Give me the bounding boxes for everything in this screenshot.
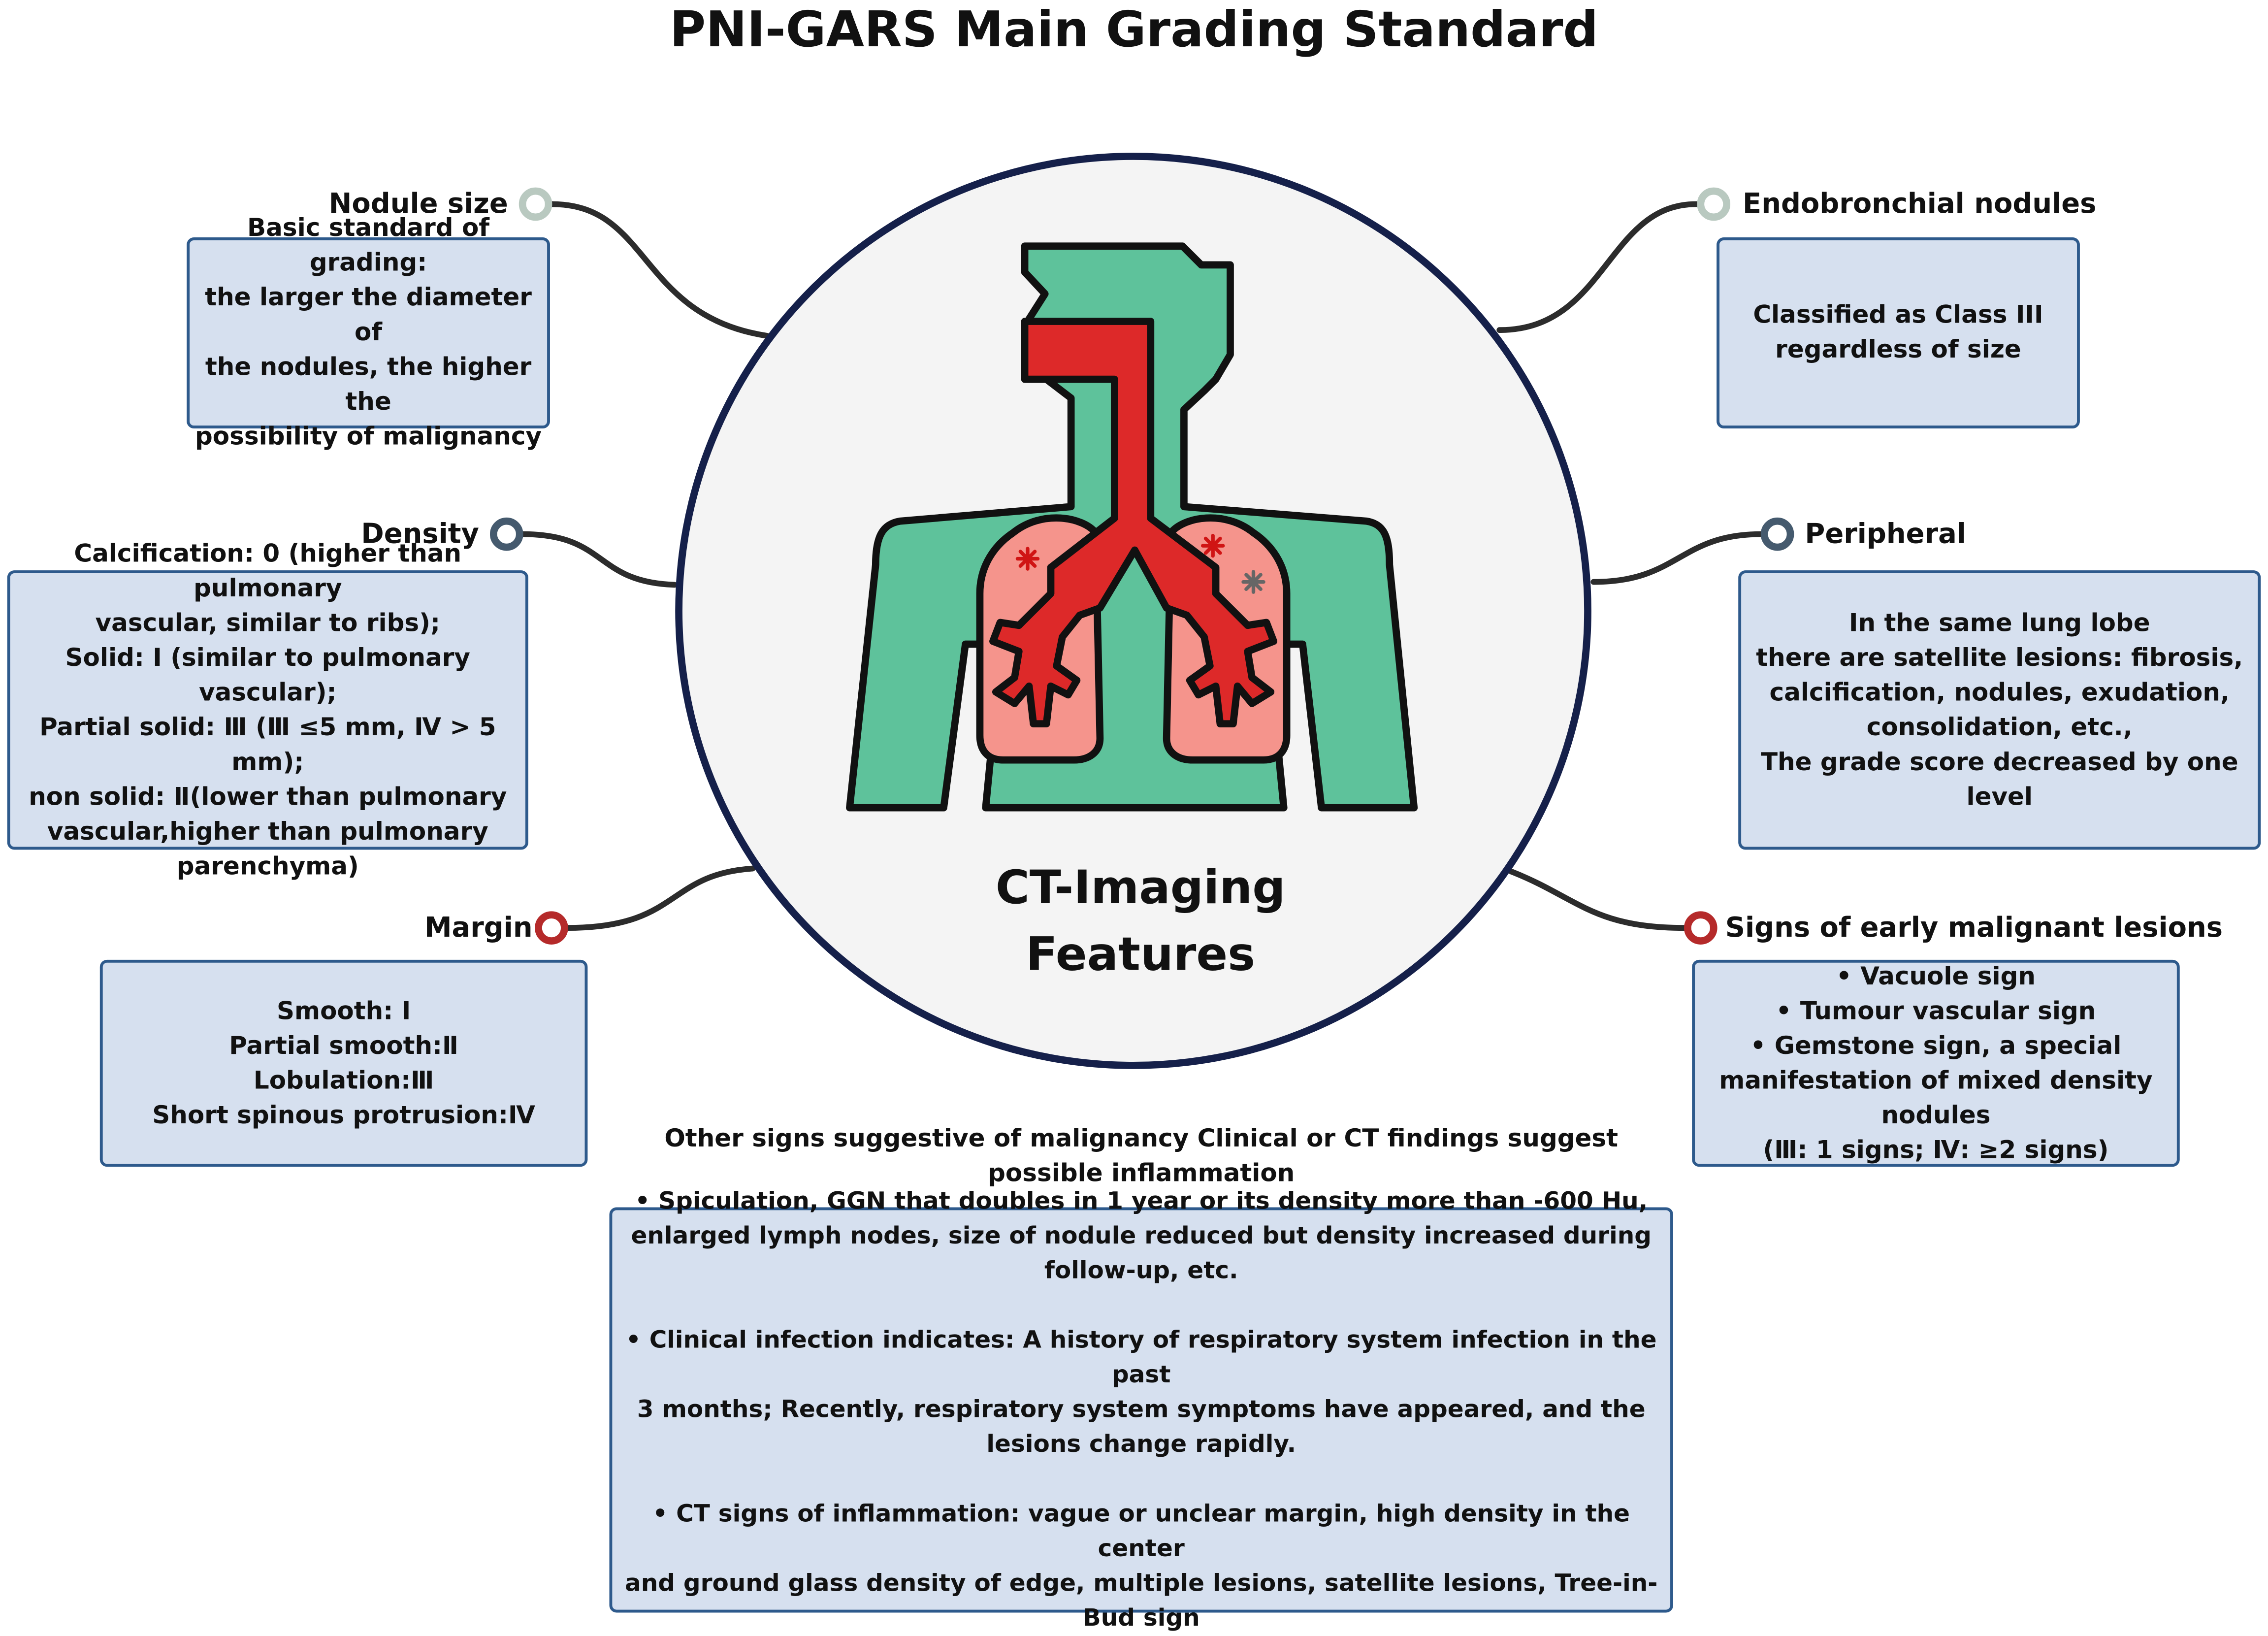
nodule-marker-left [1015,547,1040,571]
center-label: CT-Imaging Features [902,854,1379,987]
label-early-signs: Signs of early malignant lesions [1725,912,2223,944]
box-line: calcification, nodules, exudation, [1769,678,2230,707]
center-label-line: CT-Imaging [995,860,1286,915]
box-line: (Ⅲ: 1 signs; Ⅳ: ≥2 signs) [1763,1135,2109,1165]
box-line: manifestation of mixed density [1719,1066,2153,1095]
box-line: the nodules, the higher the [205,353,532,417]
box-line: regardless of size [1775,335,2021,365]
connector-margin [564,865,756,931]
connectors [519,201,1765,931]
paragraph-line: enlarged lymph nodes, size of nodule red… [631,1221,1652,1249]
box-line: Partial smooth:Ⅱ [229,1031,458,1061]
box-line: vascular,higher than pulmonary [47,817,488,847]
nodule-marker-gray [1241,570,1265,594]
caption-line: Other signs suggestive of malignancy Cli… [664,1124,1619,1154]
box-line: Partial solid: Ⅲ (Ⅲ ≤5 mm, Ⅳ > 5 mm); [39,713,496,777]
node-early-signs [1684,911,1717,945]
box-line: vascular); [198,678,337,707]
label-peripheral: Peripheral [1805,518,1966,550]
box-nodule-size: Basic standard of grading: the larger th… [187,214,550,452]
connector-endobronchial [1496,201,1699,333]
label-nodule-size: Nodule size [328,188,508,220]
node-peripheral [1760,517,1794,551]
connector-peripheral [1590,531,1765,585]
box-line: the larger the diameter of [205,284,532,348]
node-endobronchial [1697,187,1731,221]
box-line: Calcification: 0 (higher than pulmonary [74,539,462,603]
box-line: Solid: Ⅰ (similar to pulmonary [65,643,471,673]
node-margin [535,911,568,945]
node-nodule-size [518,187,552,221]
box-line: Short spinous protrusion:Ⅳ [152,1101,535,1130]
box-line: consolidation, etc., [1866,713,2133,742]
box-peripheral: In the same lung lobe there are satellit… [1738,570,2261,850]
box-line: Lobulation:Ⅲ [253,1066,434,1095]
lung-illustration [846,242,1418,812]
nodule-marker-right [1200,533,1225,558]
box-density: Calcification: 0 (higher than pulmonary … [7,539,528,881]
box-line: possibility of malignancy [195,423,542,452]
paragraph-clinical-infection: • Clinical infection indicates: A histor… [612,1323,1670,1462]
paragraph-line: Bud sign [1082,1603,1200,1632]
bottom-caption: Other signs suggestive of malignancy Cli… [609,1122,1673,1191]
box-line: nodules [1881,1101,1991,1130]
connector-nodule-size [549,201,770,339]
box-line: non solid: Ⅱ(lower than pulmonary [29,782,507,812]
box-line: there are satellite lesions: fibrosis, [1756,643,2243,673]
paragraph-line: follow-up, etc. [1044,1256,1238,1284]
caption-line: possible inflammation [988,1159,1295,1189]
nodule-markers [1015,533,1265,594]
center-label-line: Features [1026,926,1256,982]
paragraph-line: • CT signs of inflammation: vague or unc… [652,1500,1630,1562]
connector-density [519,531,678,588]
box-line: • Vacuole sign [1836,962,2036,991]
label-margin: Margin [424,912,533,944]
node-density [489,517,523,551]
box-line: Smooth: Ⅰ [277,996,411,1026]
box-line: In the same lung lobe [1848,609,2150,638]
trachea-icon [989,318,1278,728]
box-line: Classified as Class III [1753,301,2043,330]
paragraph-line: • Spiculation, GGN that doubles in 1 yea… [635,1187,1648,1215]
connector-early-signs [1508,868,1688,931]
label-density: Density [361,518,479,550]
box-margin: Smooth: Ⅰ Partial smooth:Ⅱ Lobulation:Ⅲ … [99,959,588,1167]
box-line: • Gemstone sign, a special [1750,1031,2122,1061]
paragraph-line: and ground glass density of edge, multip… [624,1569,1658,1597]
box-line: • Tumour vascular sign [1776,996,2096,1026]
box-line: Basic standard of grading: [247,214,490,278]
label-endobronchial: Endobronchial nodules [1743,188,2097,220]
box-other-signs: • Spiculation, GGN that doubles in 1 yea… [609,1187,1673,1632]
paragraph-ct-inflammation: • CT signs of inflammation: vague or unc… [612,1497,1670,1636]
box-line: vascular, similar to ribs); [95,609,440,638]
page-title: PNI-GARS Main Grading Standard [670,1,1598,60]
paragraph-spiculation: • Spiculation, GGN that doubles in 1 yea… [612,1184,1670,1288]
box-early-signs: • Vacuole sign • Tumour vascular sign • … [1692,959,2180,1167]
paragraph-line: 3 months; Recently, respiratory system s… [637,1395,1646,1423]
box-endobronchial: Classified as Class III regardless of si… [1717,237,2080,429]
box-line: parenchyma) [176,851,359,881]
paragraph-line: • Clinical infection indicates: A histor… [625,1326,1657,1388]
box-line: The grade score decreased by one level [1760,748,2238,812]
paragraph-line: lesions change rapidly. [986,1430,1296,1458]
